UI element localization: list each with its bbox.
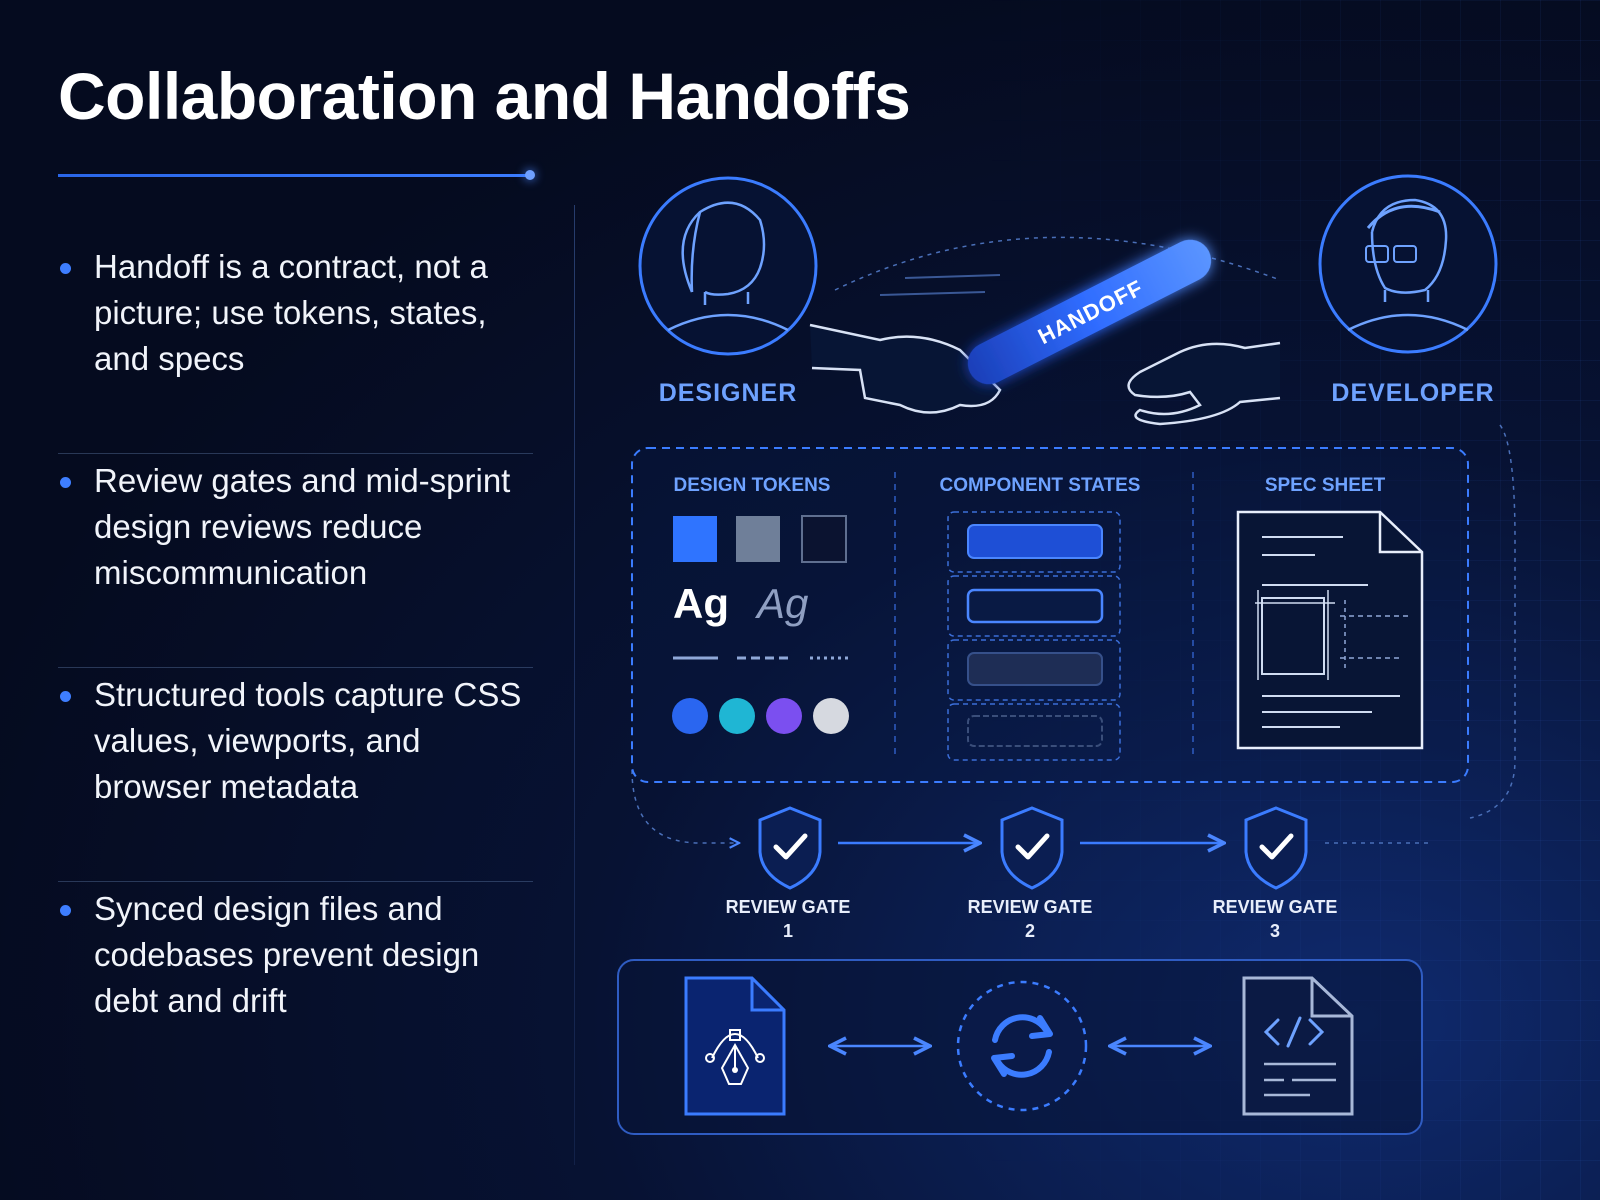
- review-gate-label: REVIEW GATE: [968, 897, 1093, 917]
- developer-avatar: [1318, 174, 1498, 354]
- type-sample-bold: Ag: [673, 580, 729, 627]
- sync-icon: [956, 980, 1088, 1112]
- review-gate-number: 3: [1270, 921, 1280, 941]
- type-sample-italic: Ag: [754, 580, 808, 627]
- review-gate-3: [1244, 806, 1308, 890]
- state-pressed: [967, 652, 1103, 686]
- bullet-dot: [60, 691, 71, 702]
- developer-hand: [1127, 341, 1281, 426]
- review-gate-label: REVIEW GATE: [1213, 897, 1338, 917]
- color-dot: [766, 698, 802, 734]
- color-dot: [672, 698, 708, 734]
- color-dot: [813, 698, 849, 734]
- review-gate-number: 2: [1025, 921, 1035, 941]
- pen-tool-file-icon: [684, 976, 786, 1116]
- title-underline-dot: [525, 170, 535, 180]
- check-icon: [773, 833, 808, 860]
- designer-label: DESIGNER: [659, 379, 798, 407]
- review-gate-2: [1000, 806, 1064, 890]
- tokens-heading: DESIGN TOKENS: [674, 475, 831, 496]
- state-disabled: [967, 715, 1103, 747]
- column-divider: [574, 205, 575, 1165]
- connector-arc: [834, 236, 1281, 291]
- bullet-item: Review gates and mid-sprint design revie…: [58, 458, 533, 668]
- review-gate-label: REVIEW GATE: [726, 897, 851, 917]
- page-title: Collaboration and Handoffs: [58, 59, 911, 133]
- bullet-text: Structured tools capture CSS values, vie…: [94, 676, 522, 805]
- spec-sheet-icon: [1236, 510, 1424, 750]
- code-file-icon: [1242, 976, 1354, 1116]
- states-heading: COMPONENT STATES: [940, 475, 1141, 496]
- designer-avatar: [638, 176, 818, 356]
- loop-connector: [1469, 424, 1516, 819]
- gate-entry-connector: [631, 769, 738, 843]
- color-swatch: [801, 515, 847, 563]
- state-focus: [966, 588, 1104, 624]
- bullet-text: Synced design files and codebases preven…: [94, 890, 480, 1019]
- bullet-text: Handoff is a contract, not a picture; us…: [94, 248, 488, 377]
- color-swatch: [736, 516, 780, 562]
- review-gate-number: 1: [783, 921, 793, 941]
- color-swatch: [673, 516, 717, 562]
- state-default: [967, 524, 1103, 559]
- motion-line: [904, 274, 1001, 279]
- review-gate-1: [758, 806, 822, 890]
- bullet-list: Handoff is a contract, not a picture; us…: [58, 240, 533, 1096]
- color-dot: [719, 698, 755, 734]
- component-states: [947, 511, 1121, 761]
- spec-heading: SPEC SHEET: [1265, 475, 1386, 496]
- bullet-dot: [60, 477, 71, 488]
- bullet-item: Synced design files and codebases preven…: [58, 886, 533, 1096]
- developer-label: DEVELOPER: [1331, 379, 1494, 407]
- bullet-dot: [60, 263, 71, 274]
- motion-line: [879, 291, 986, 296]
- check-icon: [1015, 833, 1050, 860]
- title-underline: [58, 174, 530, 177]
- designer-hand: [809, 323, 1002, 414]
- bullet-item: Handoff is a contract, not a picture; us…: [58, 244, 533, 454]
- bullet-text: Review gates and mid-sprint design revie…: [94, 462, 511, 591]
- check-icon: [1259, 833, 1294, 860]
- bullet-item: Structured tools capture CSS values, vie…: [58, 672, 533, 882]
- bullet-dot: [60, 905, 71, 916]
